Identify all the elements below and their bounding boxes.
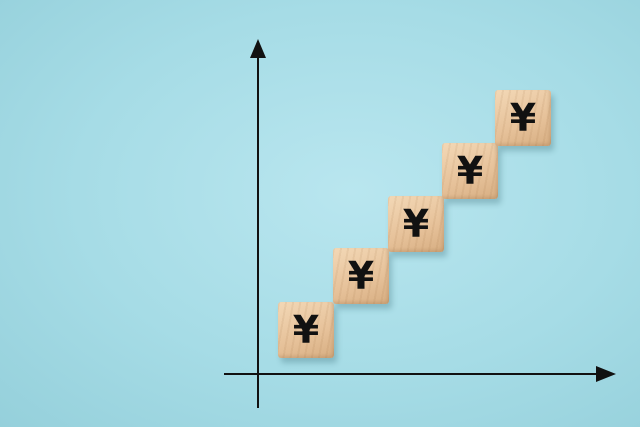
- x-axis-arrowhead: [596, 366, 616, 382]
- y-axis-arrowhead: [250, 39, 266, 58]
- yen-symbol: ¥: [509, 96, 537, 140]
- yen-block-3: ¥: [388, 196, 444, 252]
- yen-symbol: ¥: [402, 202, 430, 246]
- yen-block-2: ¥: [333, 248, 389, 304]
- yen-symbol: ¥: [292, 308, 320, 352]
- yen-symbol: ¥: [456, 149, 484, 193]
- yen-block-1: ¥: [278, 302, 334, 358]
- yen-block-4: ¥: [442, 143, 498, 199]
- yen-block-5: ¥: [495, 90, 551, 146]
- yen-symbol: ¥: [347, 254, 375, 298]
